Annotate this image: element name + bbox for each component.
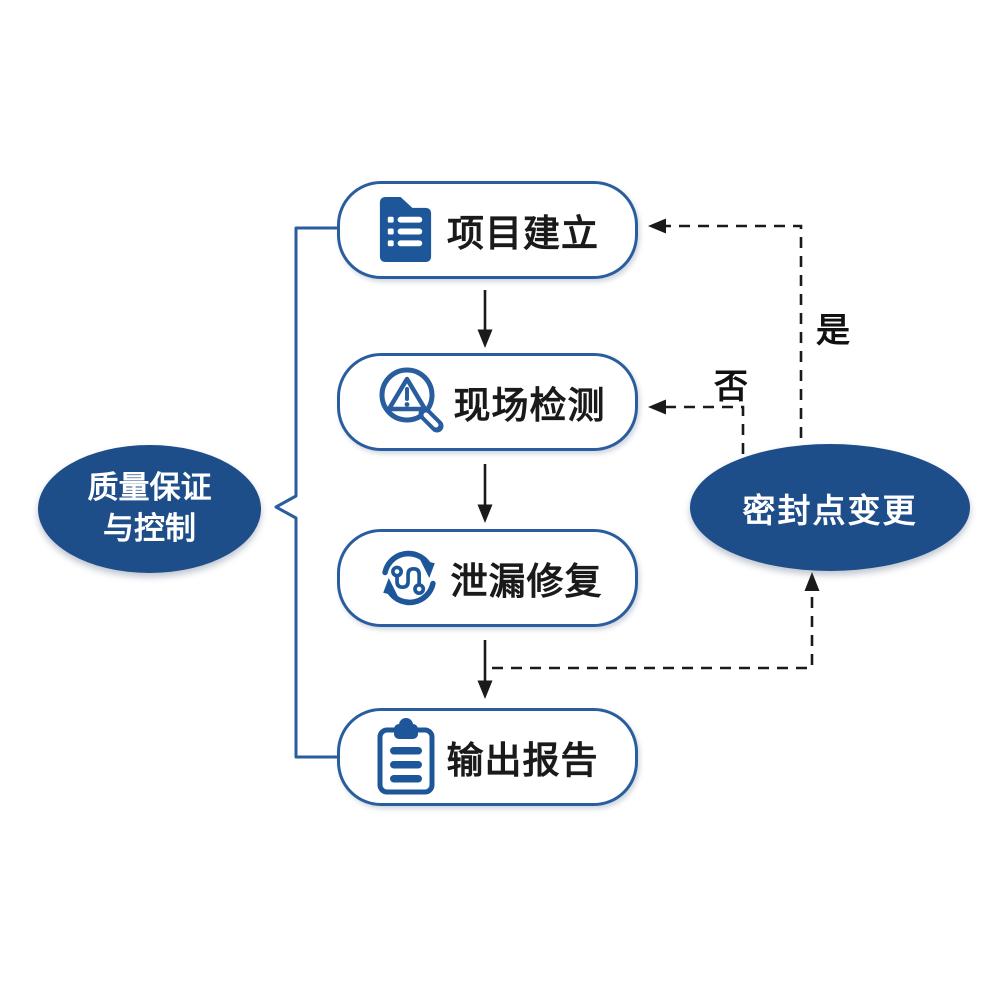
node-project-setup: 项目建立	[337, 181, 638, 279]
decision-label-yes: 是	[816, 312, 850, 350]
flow-arrow-step2-step3	[477, 464, 493, 523]
node-quality-assurance-control: 质量保证 与控制	[38, 445, 261, 573]
clipboard-report-icon	[374, 717, 436, 797]
repair-cycle-icon	[374, 542, 444, 614]
step-label-site-inspection: 现场检测	[453, 385, 606, 426]
decision-label-no: 否	[714, 368, 748, 406]
search-warning-icon	[374, 364, 450, 440]
seal-point-change-label: 密封点变更	[742, 491, 918, 529]
form-list-icon	[374, 195, 437, 266]
brace-connector	[274, 226, 337, 759]
step-label-project-setup: 项目建立	[447, 213, 599, 254]
node-site-inspection: 现场检测	[337, 353, 638, 451]
node-output-report: 输出报告	[337, 708, 638, 806]
step-label-leak-repair: 泄漏修复	[450, 561, 603, 602]
quality-assurance-label: 质量保证 与控制	[88, 468, 212, 550]
flow-arrow-step3-step4	[477, 640, 493, 699]
quality-label-line2: 与控制	[103, 511, 196, 546]
node-leak-repair: 泄漏修复	[337, 529, 638, 627]
flow-arrow-step1-step2	[477, 290, 493, 348]
node-seal-point-change: 密封点变更	[690, 444, 970, 571]
step-label-output-report: 输出报告	[446, 740, 599, 781]
quality-label-line1: 质量保证	[87, 470, 212, 506]
